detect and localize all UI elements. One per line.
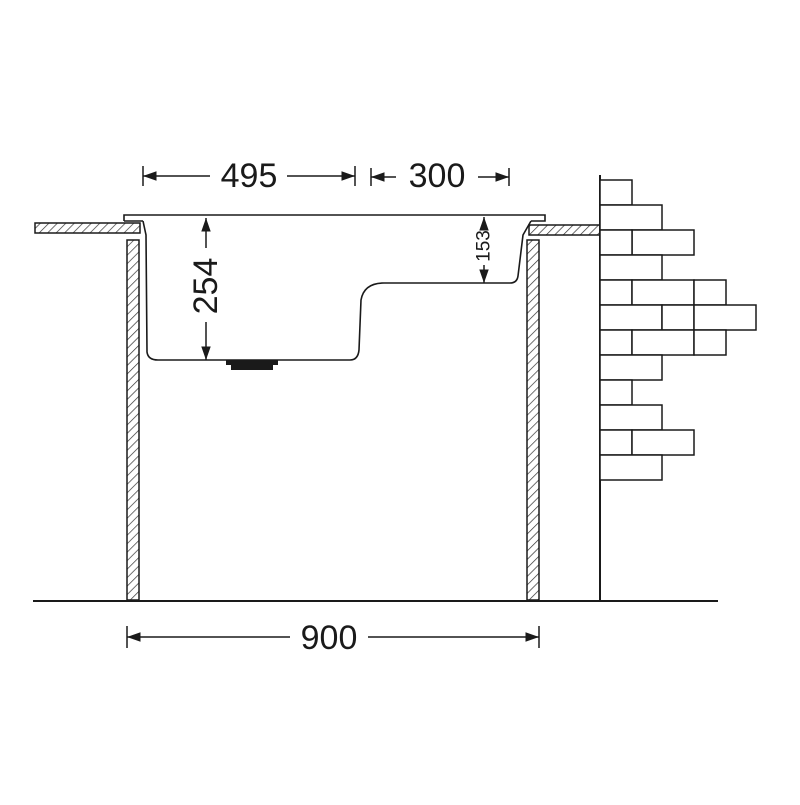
dimension-label-900: 900 <box>301 619 358 657</box>
dimension-cabinet-width <box>126 626 540 648</box>
countertop-left <box>34 222 141 234</box>
countertop-right <box>528 224 602 236</box>
drain-outlet-icon <box>226 360 278 370</box>
dimension-bowl-width <box>142 166 356 186</box>
dimension-label-300: 300 <box>409 157 466 195</box>
sink-bowl-profile <box>142 220 532 361</box>
cabinet-left-panel <box>126 239 140 601</box>
dimension-label-153: 153 <box>474 230 495 262</box>
cabinet-right-panel <box>526 239 540 601</box>
dimension-drainer-width <box>370 168 510 186</box>
brick-wall-icon <box>599 175 757 601</box>
dimension-label-495: 495 <box>221 157 278 195</box>
sink-rim <box>123 214 546 222</box>
dimension-label-254: 254 <box>187 258 225 315</box>
